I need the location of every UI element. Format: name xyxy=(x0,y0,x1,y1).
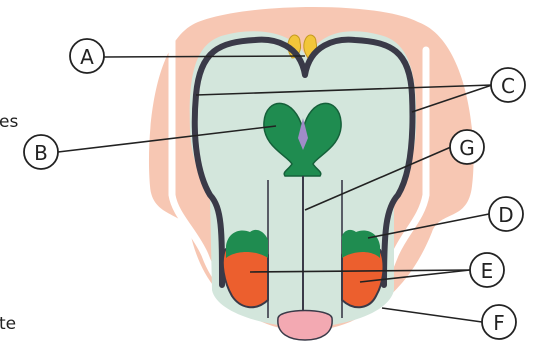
leader-a xyxy=(104,56,305,57)
cropped-text-top-left: es xyxy=(0,112,18,132)
label-f: F xyxy=(493,311,505,335)
label-g: G xyxy=(459,136,475,160)
label-c: C xyxy=(501,74,515,98)
tip xyxy=(278,311,332,341)
label-b: B xyxy=(34,141,48,165)
leader-f xyxy=(382,308,482,322)
label-a: A xyxy=(80,45,94,69)
cropped-text-bottom-left: te xyxy=(0,314,16,334)
label-e: E xyxy=(481,259,494,283)
label-d: D xyxy=(498,203,513,227)
